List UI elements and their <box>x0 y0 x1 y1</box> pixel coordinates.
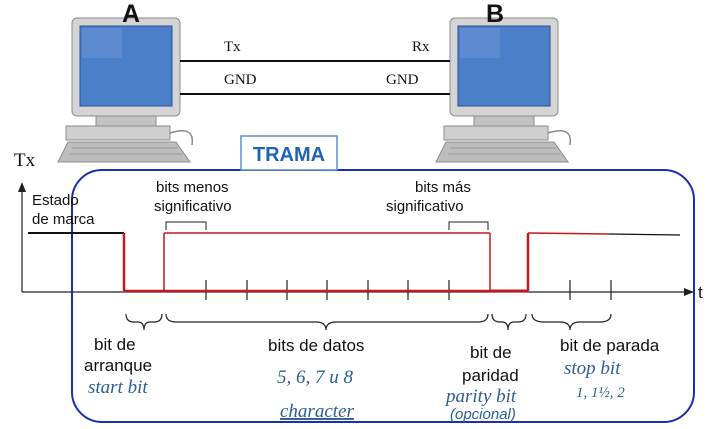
data-bits-sizes: 5, 6, 7 u 8 <box>277 367 354 388</box>
data-bits-english: character <box>280 401 354 422</box>
start-bit-english: start bit <box>88 377 148 398</box>
gnd-left-label: GND <box>224 72 257 88</box>
stop-bit-english: stop bit <box>564 358 621 379</box>
idle-line <box>608 233 681 236</box>
computer-b-icon <box>435 17 572 163</box>
computer-b-label: B <box>486 0 504 28</box>
computer-a-label: A <box>122 0 140 28</box>
stop-bit-sizes: 1, 1½, 2 <box>576 385 625 401</box>
mark-state-label: Estado de marca <box>32 192 95 228</box>
frame-border <box>71 169 695 423</box>
time-axis-label: t <box>698 283 703 302</box>
field-braces <box>125 313 612 331</box>
msb-label: bits más significativo <box>386 179 475 215</box>
y-axis-arrow <box>18 182 26 192</box>
lsb-label: bits menos significativo <box>154 179 233 215</box>
data-bits-label: bits de datos <box>268 336 364 355</box>
parity-bit-note: (opcional) <box>450 406 516 423</box>
msb-bracket <box>448 221 489 230</box>
rx-wire-label: Rx <box>412 39 430 55</box>
signal-waveform <box>122 232 610 293</box>
frame-title: TRAMA <box>253 144 325 166</box>
time-axis-arrow <box>684 288 694 296</box>
parity-bit-label: bit de paridad <box>462 343 519 385</box>
computer-a-icon <box>57 17 194 163</box>
gnd-right-label: GND <box>386 72 419 88</box>
stop-bit-label: bit de parada <box>560 336 660 355</box>
signal-axis-label: Tx <box>14 150 36 171</box>
parity-bit-english: parity bit <box>444 386 517 407</box>
start-bit-label: bit de arranque <box>84 335 152 375</box>
tx-wire-label: Tx <box>224 39 241 55</box>
frame-title-box <box>240 135 338 171</box>
lsb-bracket <box>165 221 207 230</box>
